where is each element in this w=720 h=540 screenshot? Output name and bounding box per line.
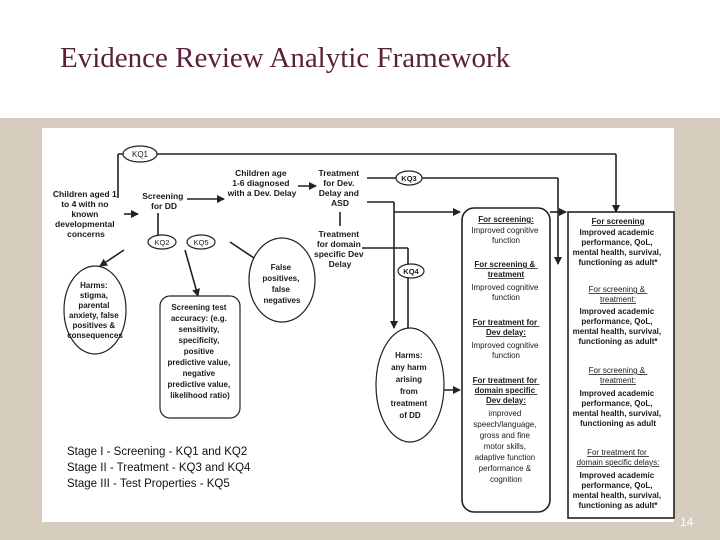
test-accuracy-box: Screening test accuracy: (e.g. sensitivi…: [159, 295, 241, 419]
svg-text:For screening & treatmen: For screening & treatment: [474, 260, 537, 279]
kq2-label: KQ2: [147, 234, 177, 250]
svg-text:Improved cognitive funct: Improved cognitive function: [471, 341, 540, 360]
svg-text:For treatment for Dev de: For treatment for Dev delay:: [473, 318, 540, 337]
svg-text:KQ5: KQ5: [193, 238, 208, 247]
kq4-label: KQ4: [397, 263, 425, 279]
stage-3-text: Stage III - Test Properties - KQ5: [67, 478, 230, 490]
svg-text:KQ3: KQ3: [401, 174, 416, 183]
harms-screening-oval: Harms: stigma, parental anxiety, false p…: [63, 265, 127, 355]
treatment-domain-text: Treatment for domain specific Dev Delay: [314, 229, 366, 269]
svg-text:KQ2: KQ2: [154, 238, 169, 247]
svg-text:Improved academic perfor: Improved academic performance, QoL, ment…: [573, 228, 664, 267]
intermediate-outcomes-box: For screening: Improved cognitive functi…: [461, 207, 551, 513]
svg-text:Children age 1-6 diagnos: Children age 1-6 diagnosed with a Dev. D…: [227, 168, 297, 198]
kq1-label: KQ1: [122, 145, 158, 163]
svg-text:Improved academic perfor: Improved academic performance, QoL, ment…: [573, 471, 664, 510]
page-number: 14: [680, 515, 694, 529]
svg-text:For screening & treatmen: For screening & treatment:: [589, 285, 648, 304]
svg-text:KQ1: KQ1: [132, 150, 149, 159]
svg-text:For screening & treatmen: For screening & treatment:: [589, 366, 648, 385]
kq5-label: KQ5: [186, 234, 216, 250]
svg-text:Harms: stigma, par: Harms: stigma, parental anxiety, false p…: [67, 281, 123, 340]
svg-text:Improved academic perfor: Improved academic performance, QoL, ment…: [573, 307, 664, 346]
svg-text:Harms: any harm ar: Harms: any harm arising from treatment o…: [391, 351, 430, 420]
svg-text:For treatment for domain: For treatment for domain specific Dev de…: [473, 376, 540, 405]
stage-legend: Stage I - Screening - KQ1 and KQ2 Stage …: [67, 444, 250, 492]
false-results-oval: False positives, false negatives: [248, 237, 316, 323]
svg-text:Improved cognitive funct: Improved cognitive function: [471, 283, 540, 302]
stage-1-text: Stage I - Screening - KQ1 and KQ2: [67, 446, 248, 458]
svg-text:Screening for DD: Screening for DD: [142, 191, 185, 211]
svg-text:For treatment for domain: For treatment for domain specific delays…: [577, 448, 660, 467]
svg-text:False positives, f: False positives, false negatives: [262, 263, 301, 305]
svg-text:KQ4: KQ4: [403, 267, 419, 276]
kq3-label: KQ3: [395, 170, 423, 186]
harms-treatment-oval: Harms: any harm arising from treatment o…: [375, 327, 445, 443]
final-outcomes-box: For screening Improved academic performa…: [567, 211, 675, 519]
stage-2-text: Stage II - Treatment - KQ3 and KQ4: [67, 462, 251, 474]
svg-text:For screening:: For screening:: [478, 215, 534, 224]
screen-to-harms: [99, 249, 125, 267]
diagnosed-text: Children age 1-6 diagnosed with a Dev. D…: [227, 168, 297, 198]
svg-text:Improved academic perfor: Improved academic performance, QoL, ment…: [573, 389, 664, 428]
treatment-dev-text: Treatment for Dev. Delay and ASD: [319, 168, 362, 208]
svg-text:Screening test accuracy:: Screening test accuracy: (e.g. sensitivi…: [168, 303, 233, 400]
population-text: Children aged 1 to 4 with no known devel…: [53, 189, 119, 239]
slide-title: Evidence Review Analytic Framework: [60, 42, 511, 74]
screening-text: Screening for DD: [142, 191, 185, 211]
svg-text:Treatment for Dev.: Treatment for Dev. Delay and ASD: [319, 168, 362, 208]
svg-text:For screening: For screening: [592, 217, 645, 226]
svg-text:Children aged 1 to 4 wit: Children aged 1 to 4 with no known devel…: [53, 189, 119, 239]
svg-text:Treatment for domain: Treatment for domain specific Dev Delay: [314, 229, 366, 269]
screen-to-accuracy: [184, 249, 200, 297]
svg-text:Improved cognitive funct: Improved cognitive function: [471, 226, 540, 245]
svg-text:improved speech/language: improved speech/language, gross and fine…: [473, 409, 538, 484]
